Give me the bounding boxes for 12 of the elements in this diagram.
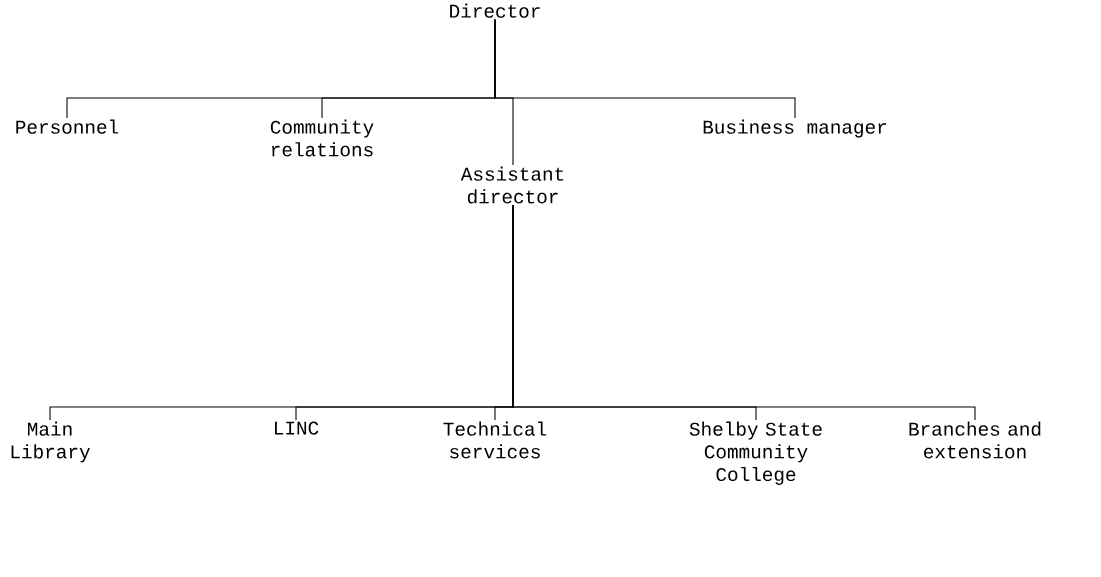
connector-line bbox=[512, 204, 976, 421]
position-label: Shelby State Community College bbox=[689, 421, 822, 485]
position-label: LINC bbox=[275, 421, 319, 435]
position-label: Assistant director bbox=[460, 166, 564, 204]
position-label: Branches and extension bbox=[909, 421, 1041, 459]
position-label: Community relations bbox=[270, 119, 374, 157]
position-label: Technical services bbox=[443, 421, 547, 459]
position-label: Director bbox=[450, 3, 540, 18]
position-label: Business manager bbox=[703, 119, 887, 138]
connector-line bbox=[494, 18, 796, 119]
position-label: Main Library bbox=[11, 421, 90, 463]
position-label: Personnel bbox=[16, 119, 119, 134]
